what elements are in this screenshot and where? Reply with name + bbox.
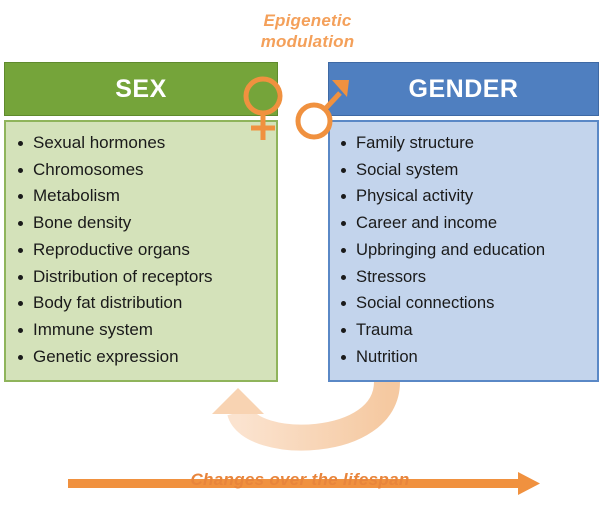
sex-item: Body fat distribution	[16, 290, 276, 317]
sex-panel: Sexual hormones Chromosomes Metabolism B…	[4, 120, 278, 382]
sex-item: Immune system	[16, 317, 276, 344]
gender-item: Upbringing and education	[339, 237, 597, 264]
venus-symbol-icon	[243, 76, 283, 140]
gender-item: Trauma	[339, 317, 597, 344]
gender-panel: Family structure Social system Physical …	[328, 120, 599, 382]
sex-item: Reproductive organs	[16, 237, 276, 264]
sex-title: SEX	[115, 74, 167, 103]
sex-item: Chromosomes	[16, 157, 276, 184]
sex-item: Distribution of receptors	[16, 264, 276, 291]
epigenetic-line-1: Epigenetic	[263, 11, 352, 30]
mars-symbol-icon	[295, 80, 349, 140]
gender-title: GENDER	[408, 74, 519, 103]
sex-list: Sexual hormones Chromosomes Metabolism B…	[6, 122, 276, 370]
sex-header: SEX	[4, 62, 278, 116]
gender-header: GENDER	[328, 62, 599, 116]
lifespan-label: Changes over the lifespan	[190, 470, 410, 489]
epigenetic-modulation-label: Epigenetic modulation	[240, 10, 375, 52]
sex-item: Metabolism	[16, 183, 276, 210]
gender-list: Family structure Social system Physical …	[330, 122, 597, 370]
gender-item: Stressors	[339, 264, 597, 291]
gender-item: Physical activity	[339, 183, 597, 210]
gender-item: Nutrition	[339, 344, 597, 371]
gender-item: Social connections	[339, 290, 597, 317]
gender-item: Career and income	[339, 210, 597, 237]
curved-return-arrow	[212, 380, 400, 451]
sex-item: Genetic expression	[16, 344, 276, 371]
gender-item: Family structure	[339, 130, 597, 157]
gender-item: Social system	[339, 157, 597, 184]
sex-item: Sexual hormones	[16, 130, 276, 157]
sex-item: Bone density	[16, 210, 276, 237]
lifespan-arrow	[68, 472, 540, 495]
epigenetic-line-2: modulation	[260, 32, 355, 51]
